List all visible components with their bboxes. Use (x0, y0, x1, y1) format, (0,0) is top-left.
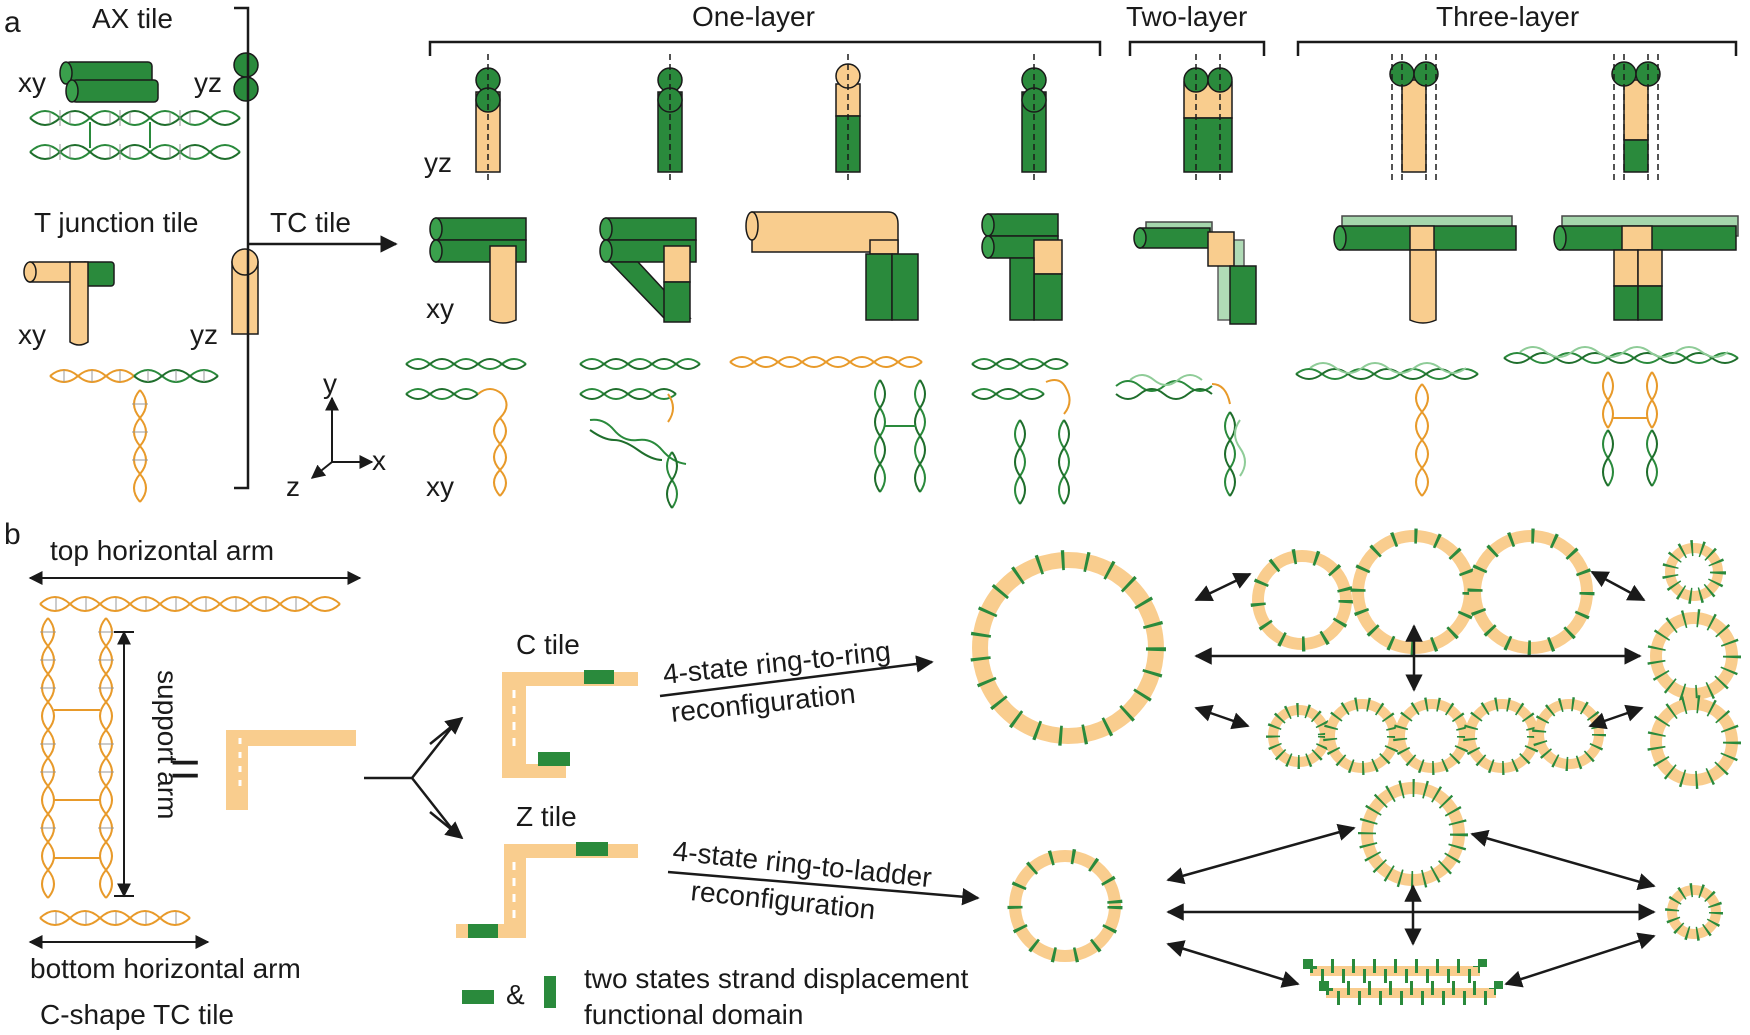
z-tile-label: Z tile (516, 801, 577, 832)
t-junction-yz-shape (231, 248, 259, 335)
c-shape-helix (39, 596, 341, 926)
c-tile-schematic (226, 730, 356, 810)
t-junction-yz-label: yz (190, 319, 218, 350)
panel-a-letter: a (4, 6, 21, 39)
three-layer-bracket (1296, 40, 1738, 56)
support-arm-label: support arm (152, 670, 183, 819)
top-arm-label: top horizontal arm (50, 535, 274, 566)
one-layer-bracket (428, 40, 1102, 56)
legend-line2: functional domain (584, 999, 803, 1030)
t-junction-xy-shape (23, 261, 115, 346)
panel-b-letter: b (4, 518, 21, 551)
bottom-arm-label: bottom horizontal arm (30, 953, 301, 984)
ladder (1303, 959, 1503, 1005)
axis-x-label: x (372, 445, 386, 476)
two-layer-title: Two-layer (1126, 1, 1247, 32)
legend-vertical-domain (544, 976, 556, 1008)
ring-ring-arrow (659, 655, 934, 698)
ax-tile-helix (29, 110, 241, 160)
rings (970, 528, 1741, 964)
ax-tile-xy-cylinders (59, 61, 159, 103)
c-shape-label: C-shape TC tile (40, 999, 234, 1030)
ax-xy-label: xy (18, 67, 46, 98)
legend-horizontal-domain (462, 990, 494, 1004)
panel-a-bracket (234, 6, 250, 490)
axis-z-label: z (286, 471, 300, 502)
legend-line1: two states strand displacement (584, 963, 969, 994)
ax-tile-title: AX tile (92, 3, 173, 34)
branch-line (364, 721, 457, 835)
view-xy-top-label: xy (426, 293, 454, 324)
ax-tile-yz-circles (233, 52, 259, 102)
xy-cylinder-views (429, 211, 1739, 325)
xy-helix-views (405, 346, 1739, 509)
equals-sign: = (170, 740, 200, 798)
z-tile-shape (456, 842, 638, 938)
t-junction-xy-label: xy (18, 319, 46, 350)
tc-tile-label: TC tile (270, 207, 351, 238)
ring-arrows (1166, 570, 1656, 988)
ring-ladder-arrow (667, 870, 980, 906)
t-junction-title: T junction tile (34, 207, 198, 238)
t-junction-helix (49, 369, 219, 503)
yz-views (475, 54, 1661, 180)
view-yz-label: yz (424, 147, 452, 178)
two-layer-bracket (1128, 40, 1266, 56)
view-xy-bottom-label: xy (426, 471, 454, 502)
axis-triad (310, 396, 374, 479)
ax-yz-label: yz (194, 67, 222, 98)
one-layer-title: One-layer (692, 1, 815, 32)
three-layer-title: Three-layer (1436, 1, 1579, 32)
legend-amp: & (506, 979, 525, 1010)
axis-y-label: y (323, 368, 337, 399)
c-tile-label: C tile (516, 629, 580, 660)
c-tile-shape (502, 670, 638, 778)
